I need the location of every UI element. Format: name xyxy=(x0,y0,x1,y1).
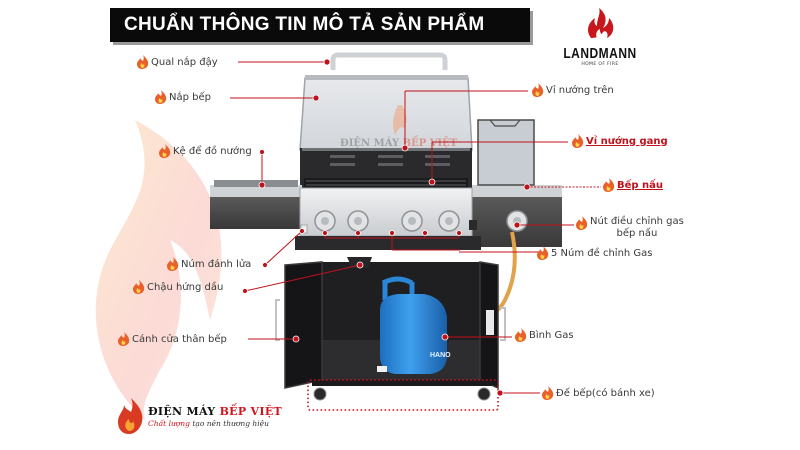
flame-icon xyxy=(118,332,130,346)
flame-icon xyxy=(155,90,167,104)
flame-icon xyxy=(515,328,527,342)
label-gas-tank: Bình Gas xyxy=(515,328,574,342)
background-flame-icon xyxy=(95,120,222,420)
label-lid: Nắp bếp xyxy=(155,90,211,104)
label-igniter: Núm đánh lửa xyxy=(167,257,251,271)
label-side-burner-knob: Nút điều chỉnh gas bếp nấu xyxy=(576,216,684,240)
page-title-banner: CHUẨN THÔNG TIN MÔ TẢ SẢN PHẨM xyxy=(110,8,530,42)
flame-icon xyxy=(167,257,179,271)
flame-icon xyxy=(603,178,615,192)
label-text: Vỉ nướng trên xyxy=(546,84,614,96)
gas-tank-brand: HANO xyxy=(430,352,451,359)
label-text: Qual nắp đậy xyxy=(151,56,218,68)
flame-icon xyxy=(576,216,588,230)
shop-name: ĐIỆN MÁY BẾP VIỆT xyxy=(148,404,283,418)
label-text: Vỉ nướng gang xyxy=(586,135,668,147)
label-text: Núm đánh lửa xyxy=(181,258,252,270)
label-side-shelf: Kệ để đồ nướng xyxy=(159,144,252,158)
shop-flame-icon xyxy=(118,398,143,434)
label-handle: Qual nắp đậy xyxy=(137,55,218,69)
brand-logo: LANDMANN HOME OF FIRE xyxy=(560,8,640,67)
page-title: CHUẨN THÔNG TIN MÔ TẢ SẢN PHẨM xyxy=(124,14,485,35)
label-text: Bếp nấu xyxy=(617,179,664,191)
flame-icon xyxy=(532,83,544,97)
watermark: ĐIỆN MÁY BẾP VIỆT xyxy=(340,105,458,149)
label-control-knobs: 5 Núm đề chỉnh Gas xyxy=(537,246,653,260)
label-base: Đế bếp(có bánh xe) xyxy=(542,386,655,400)
label-text: Nắp bếp xyxy=(169,91,211,103)
label-text: Cánh cửa thân bếp xyxy=(132,333,227,345)
label-cast-iron-grate: Vỉ nướng gang xyxy=(572,134,668,148)
label-warming-rack: Vỉ nướng trên xyxy=(532,83,614,97)
flame-icon xyxy=(137,55,149,69)
label-cabinet-door: Cánh cửa thân bếp xyxy=(118,332,227,346)
label-text: 5 Núm đề chỉnh Gas xyxy=(551,247,653,259)
flame-icon xyxy=(133,280,145,294)
flame-icon xyxy=(537,246,549,260)
label-side-burner: Bếp nấu xyxy=(603,178,663,192)
shop-logo: ĐIỆN MÁY BẾP VIỆT Chất lượng tạo nên thư… xyxy=(118,398,282,434)
label-drip-tray: Chậu hứng dầu xyxy=(133,280,223,294)
label-text: Bình Gas xyxy=(529,329,574,341)
svg-text:ĐIỆN MÁY BẾP VIỆT: ĐIỆN MÁY BẾP VIỆT xyxy=(340,136,458,149)
brand-tagline: HOME OF FIRE xyxy=(581,62,619,67)
label-text: Chậu hứng dầu xyxy=(147,281,224,293)
label-text: Kệ để đồ nướng xyxy=(173,145,252,157)
shop-slogan: Chất lượng tạo nên thương hiệu xyxy=(148,418,269,428)
flame-icon xyxy=(159,144,171,158)
label-text: Đế bếp(có bánh xe) xyxy=(556,387,655,399)
brand-name: LANDMANN xyxy=(563,44,637,62)
flame-icon xyxy=(542,386,554,400)
label-text-line2: bếp nấu xyxy=(616,228,658,239)
label-text-line1: Nút điều chỉnh gas xyxy=(590,216,684,227)
flame-icon xyxy=(572,134,584,148)
flame-logo-icon xyxy=(588,8,614,38)
